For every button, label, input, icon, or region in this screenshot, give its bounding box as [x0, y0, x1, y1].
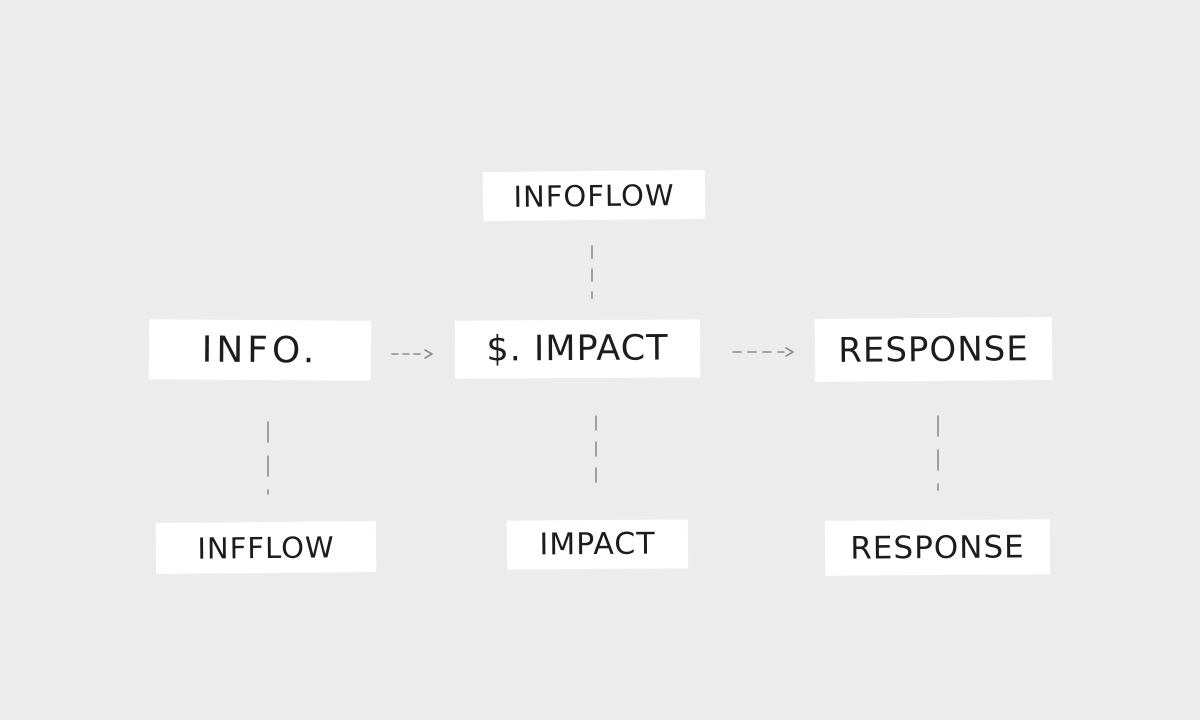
node-infflow: INFFLOW — [155, 521, 377, 574]
node-impact-main: $. IMPACT — [454, 319, 701, 379]
node-response-bottom: RESPONSE — [824, 519, 1051, 576]
node-infoflow: INFOFLOW — [482, 169, 706, 222]
node-response-main: RESPONSE — [814, 316, 1053, 383]
node-info: INFO. — [148, 319, 372, 381]
arrowhead-icon — [785, 347, 794, 357]
arrowhead-icon — [424, 349, 433, 359]
node-impact-bottom: IMPACT — [506, 519, 689, 570]
